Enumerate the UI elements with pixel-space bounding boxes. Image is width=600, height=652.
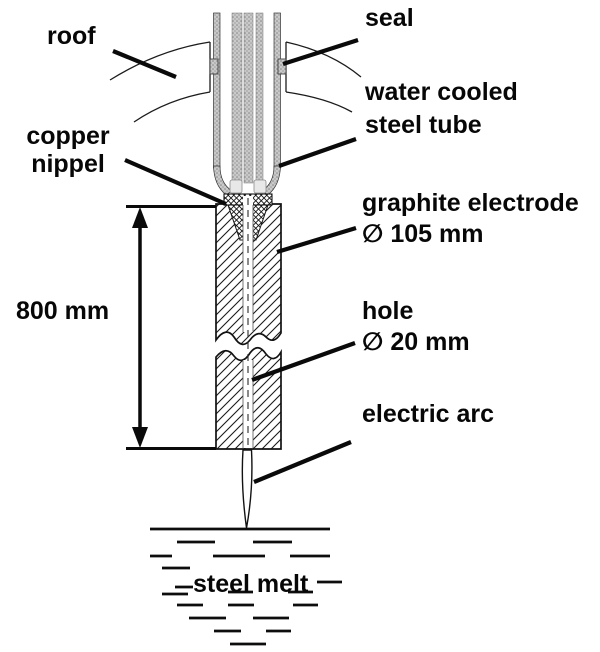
leader-copper-nippel [124, 158, 227, 206]
label-water-cooled-line2: steel tube [365, 111, 482, 139]
hole-walls [242, 205, 254, 448]
label-graphite-electrode-line1: graphite electrode [362, 189, 579, 217]
label-graphite-electrode-diameter: ∅ 105 mm [362, 220, 484, 248]
label-hole: hole ∅ 20 mm [362, 296, 470, 358]
label-water-cooled-line1: water cooled [365, 78, 518, 106]
tube-wall-right [273, 12, 281, 169]
label-roof: roof [47, 22, 96, 50]
leader-electric-arc [253, 440, 352, 484]
seal-block-left [209, 58, 219, 75]
label-copper-nippel-line2: nippel [31, 150, 105, 178]
steel-tube-shape [213, 12, 281, 196]
tube-clamp-left [229, 179, 243, 194]
electric-arc-shape [241, 449, 253, 529]
label-hole-diameter: ∅ 20 mm [362, 328, 470, 356]
dimension-arrowhead-down [132, 427, 148, 448]
label-hole-line1: hole [362, 297, 414, 325]
dimension-800mm [126, 205, 216, 450]
seal-block-right [277, 58, 287, 75]
label-steel-melt: steel melt [193, 570, 309, 598]
label-copper-nippel: copper nippel [20, 122, 116, 178]
tube-wall-left [213, 12, 221, 169]
tube-inner-band-3 [255, 12, 264, 184]
label-copper-nippel-line1: copper [26, 122, 110, 150]
roof-right-top-arc [285, 41, 362, 78]
label-graphite-electrode: graphite electrode ∅ 105 mm [362, 188, 579, 250]
roof-shape [109, 41, 362, 123]
label-electric-arc: electric arc [362, 400, 495, 428]
leader-hole [251, 341, 356, 382]
tube-clamp-right [253, 179, 267, 194]
label-water-cooled-steel-tube: water cooled steel tube [365, 76, 518, 142]
roof-left-bottom-arc [133, 91, 211, 123]
roof-right-bottom-arc [285, 91, 353, 113]
leader-water-cooled-tube [278, 137, 357, 168]
steel-melt-shape [150, 527, 342, 646]
tube-inner-band-2 [243, 12, 254, 184]
leader-roof [112, 49, 177, 79]
roof-left-top-arc [109, 41, 211, 81]
label-800mm: 800 mm [16, 297, 110, 325]
dimension-arrowhead-up [132, 207, 148, 228]
tube-cap-left [213, 165, 233, 196]
label-seal: seal [365, 4, 414, 32]
leader-lines [112, 37, 359, 484]
hole-channel-top [243, 196, 253, 240]
leader-seal [282, 37, 359, 67]
hole-shape [242, 196, 254, 449]
tube-inner-band-1 [231, 12, 243, 184]
leader-graphite-electrode [276, 225, 357, 255]
melt-dashes [150, 540, 342, 646]
